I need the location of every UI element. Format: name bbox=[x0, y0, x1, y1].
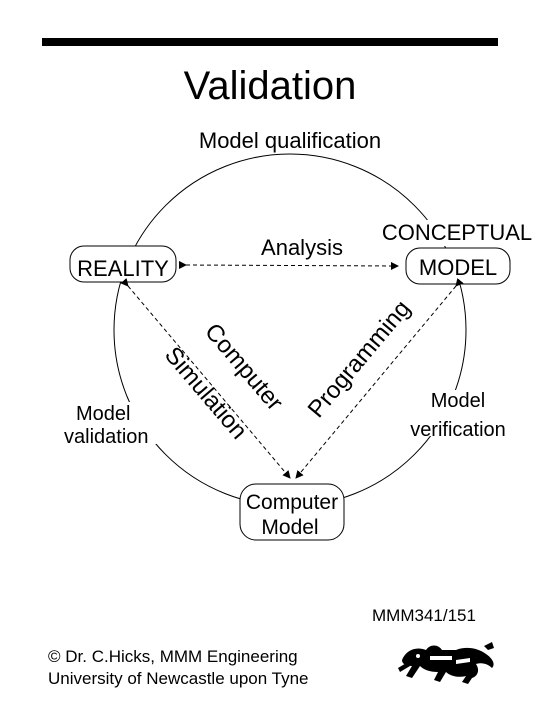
computer-model-label-line2: Model bbox=[261, 516, 318, 539]
analysis-label: Analysis bbox=[261, 235, 343, 260]
conceptual-label-line1: CONCEPTUAL bbox=[382, 220, 532, 245]
qualification-cycle bbox=[113, 153, 467, 507]
credit-line-1: © Dr. C.Hicks, MMM Engineering bbox=[48, 647, 298, 666]
reality-label: REALITY bbox=[77, 256, 169, 281]
slide-title: Validation bbox=[183, 64, 357, 108]
model-validation-line1: Model bbox=[76, 403, 130, 425]
programming-label: Programming bbox=[303, 295, 416, 423]
lion-crest-icon bbox=[398, 642, 494, 684]
programming-arrow bbox=[295, 278, 464, 479]
credit-line-2: University of Newcastle upon Tyne bbox=[48, 669, 309, 688]
cycle-label: Model qualification bbox=[199, 128, 381, 153]
validation-label-mask bbox=[66, 402, 162, 444]
credit-block: © Dr. C.Hicks, MMM Engineering Universit… bbox=[48, 646, 308, 690]
model-verification-line2: verification bbox=[410, 419, 506, 441]
analysis-arrow bbox=[178, 260, 399, 270]
conceptual-label-mask bbox=[372, 220, 538, 246]
top-rule bbox=[42, 38, 498, 46]
model-validation-line2: validation bbox=[64, 426, 149, 448]
slide-code: MMM341/151 bbox=[372, 606, 476, 625]
conceptual-label-line2: MODEL bbox=[419, 255, 497, 280]
verification-label-mask bbox=[402, 390, 518, 436]
model-verification-line1: Model bbox=[431, 390, 485, 412]
computer-model-node bbox=[239, 483, 345, 541]
computer-model-label-line1: Computer bbox=[246, 491, 338, 514]
